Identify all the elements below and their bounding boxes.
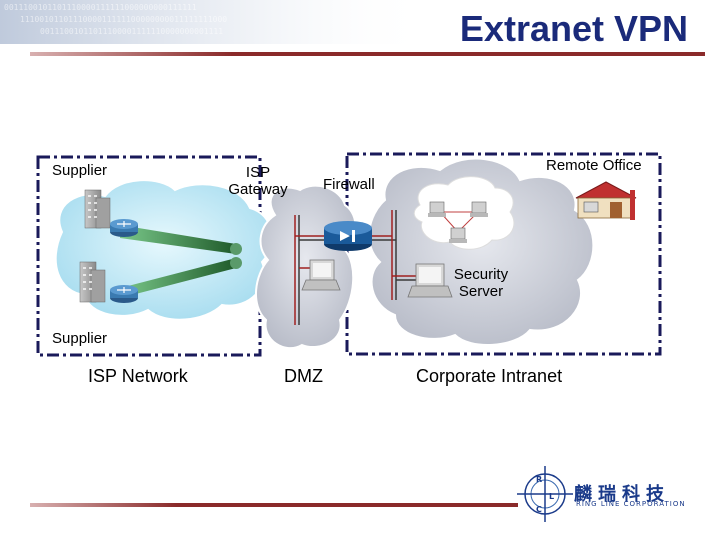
pc-icon <box>428 201 446 217</box>
region-label-corporate-intranet: Corporate Intranet <box>416 366 563 386</box>
isp-network-boundary <box>36 155 262 357</box>
logo-english-name: RING LINE CORPORATION <box>576 500 686 508</box>
label-security-server-line2: Server <box>458 283 504 300</box>
supplier-site-bottom <box>79 261 138 303</box>
label-firewall: Firewall <box>323 176 375 193</box>
region-label-dmz: DMZ <box>284 366 323 386</box>
label-isp-gateway-line1: ISP <box>245 164 271 181</box>
svg-text:111001011011100001111110000000: 1110010110111000011111100000000011111111… <box>20 15 227 24</box>
router-icon <box>110 285 138 303</box>
footer-decoration: R L C <box>30 466 573 522</box>
tunnel-end-lower <box>230 257 242 269</box>
title-underline <box>30 52 705 56</box>
label-isp-gateway: ISP Gateway <box>222 164 294 198</box>
label-security-server: Security Server <box>446 266 516 300</box>
header-decoration: 0011100101101110000111111000000000111111… <box>0 0 705 56</box>
firewall-device <box>324 221 372 251</box>
security-server-computer <box>407 263 453 298</box>
pc-icon <box>449 227 467 243</box>
dmz-lan-lines <box>294 210 418 325</box>
logo-chinese-name: 麟瑞科技 <box>574 484 670 505</box>
remote-office-network <box>428 201 488 243</box>
company-logo-mark: R L C <box>517 466 573 522</box>
building-icon <box>95 197 111 229</box>
label-security-server-line1: Security <box>453 266 509 283</box>
vpn-tunnel-upper <box>120 225 236 254</box>
remote-office-house <box>575 181 637 220</box>
remote-office-cloud <box>413 176 515 250</box>
dmz-cloud <box>254 184 357 350</box>
building-icon <box>90 269 106 303</box>
binary-digits-pattern: 0011100101101110000111111000000000111111… <box>4 3 227 36</box>
logo-letter-r: R <box>536 475 542 484</box>
label-remote-office: Remote Office <box>546 157 642 174</box>
logo-letter-l: L <box>549 492 554 501</box>
logo-letter-c: C <box>536 505 542 514</box>
label-supplier-bottom: Supplier <box>52 330 108 347</box>
footer-line <box>30 503 518 507</box>
svg-text:001110010110111000011111100000: 00111001011011100001111110000000001111 <box>40 27 223 36</box>
pc-icon <box>470 201 488 217</box>
label-supplier-top: Supplier <box>52 162 108 179</box>
dmz-server-computer <box>301 259 341 291</box>
tunnel-end-upper <box>230 243 242 255</box>
vpn-tunnel-lower <box>120 258 236 298</box>
slide-title: Extranet VPN <box>459 8 688 49</box>
header-binary-band <box>0 0 430 44</box>
label-isp-gateway-line2: Gateway <box>228 181 288 198</box>
router-icon <box>110 219 138 237</box>
svg-text:001110010110111000011111100000: 0011100101101110000111111000000000111111 <box>4 3 197 12</box>
supplier-site-top <box>84 189 138 237</box>
region-label-isp-network: ISP Network <box>88 366 188 386</box>
